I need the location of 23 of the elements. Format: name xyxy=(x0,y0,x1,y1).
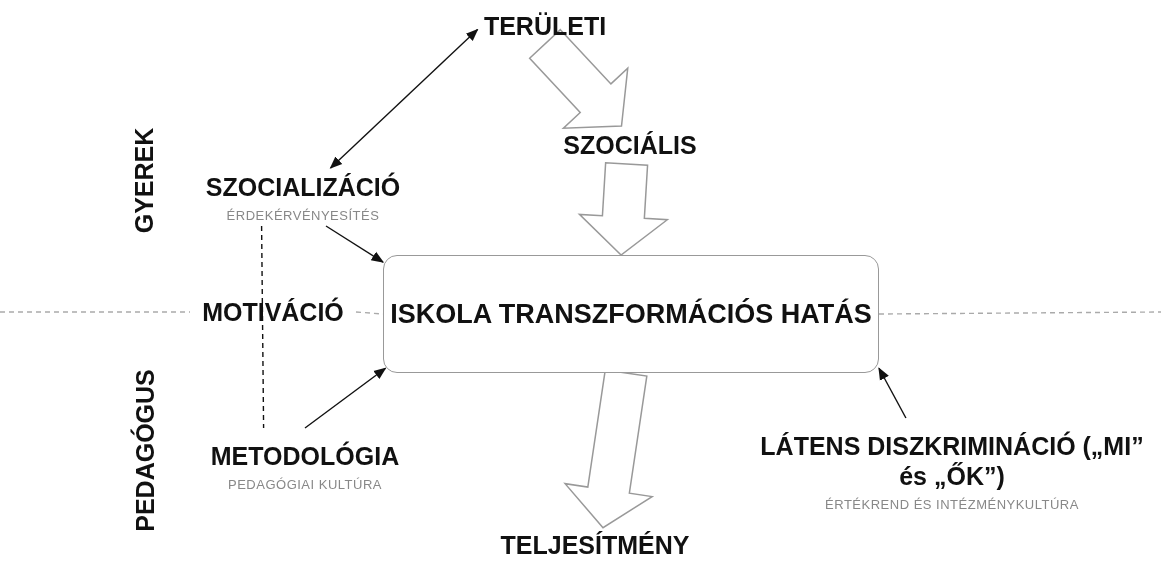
arrow xyxy=(878,367,907,419)
arrow xyxy=(329,28,479,169)
process-box xyxy=(383,255,879,373)
vertical-label: GYEREK xyxy=(130,127,160,233)
dashed-line xyxy=(260,225,265,429)
vertical-label: PEDAGÓGUS xyxy=(130,368,160,532)
arrow xyxy=(304,367,387,429)
block-arrow xyxy=(528,28,629,130)
node-subtitle: PEDAGÓGIAI KULTÚRA xyxy=(228,476,382,492)
node-title: TERÜLETI xyxy=(483,11,607,41)
node-title: METODOLÓGIA xyxy=(210,440,400,471)
node-title: SZOCIÁLIS xyxy=(563,130,697,160)
node-subtitle: ÉRDEKÉRVÉNYESÍTÉS xyxy=(226,207,380,223)
box-title: ISKOLA TRANSZFORMÁCIÓS HATÁS xyxy=(390,297,872,331)
node-title: TELJESÍTMÉNY xyxy=(500,530,690,560)
arrow xyxy=(325,225,385,263)
node-title: LÁTENS DISZKRIMINÁCIÓ („MI” és „ŐK”) xyxy=(760,430,1144,491)
dashed-line xyxy=(878,311,1161,315)
node-subtitle: ÉRTÉKREND ÉS INTÉZMÉNYKULTÚRA xyxy=(825,496,1079,512)
block-arrow xyxy=(577,161,670,256)
node-title: MOTIVÁCIÓ xyxy=(202,297,344,327)
dashed-line xyxy=(0,311,191,313)
node-title: SZOCIALIZÁCIÓ xyxy=(205,171,401,202)
